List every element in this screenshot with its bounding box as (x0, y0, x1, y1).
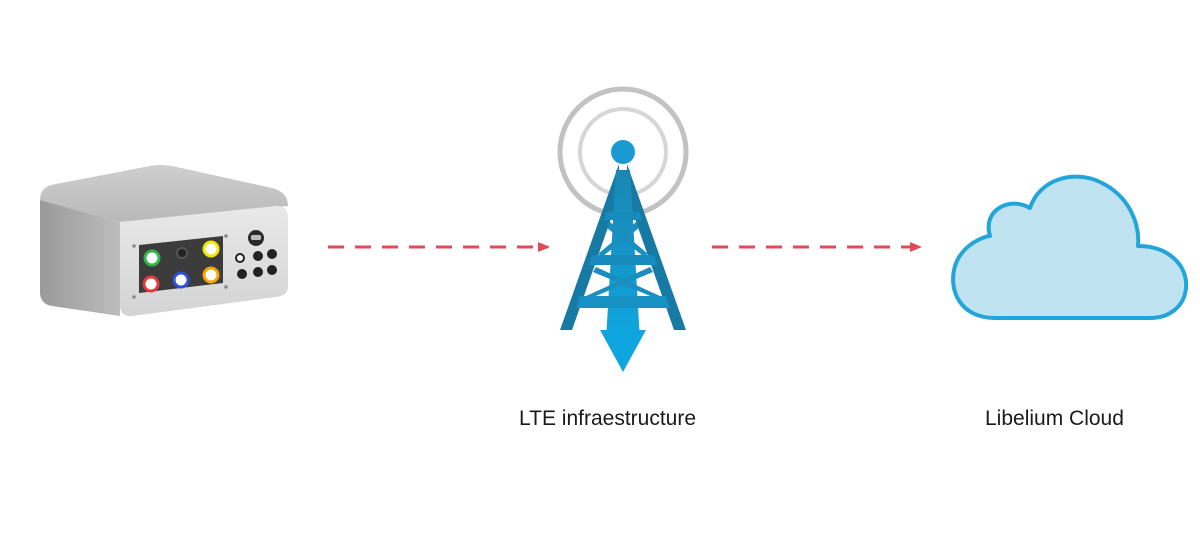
led-red (142, 275, 160, 293)
screw-icon (224, 285, 228, 289)
led-yellow (202, 240, 220, 258)
screw-icon (132, 295, 136, 299)
cell-tower-icon (557, 86, 689, 372)
button-icon (235, 253, 245, 263)
tower-label: LTE infraestructure (519, 407, 697, 430)
cloud-icon (951, 174, 1189, 320)
camera-icon (176, 247, 188, 259)
connector-icon (237, 269, 247, 279)
sensor-gateway-device-icon (40, 165, 288, 317)
cloud-label: Libelium Cloud (985, 407, 1124, 430)
connector-icon (267, 265, 277, 275)
connector-icon (253, 267, 263, 277)
connector-icon (253, 251, 263, 261)
led-green (143, 249, 161, 267)
screw-icon (132, 244, 136, 248)
screw-icon (224, 234, 228, 238)
connector-icon (267, 249, 277, 259)
led-blue (172, 271, 190, 289)
led-orange (202, 266, 220, 284)
